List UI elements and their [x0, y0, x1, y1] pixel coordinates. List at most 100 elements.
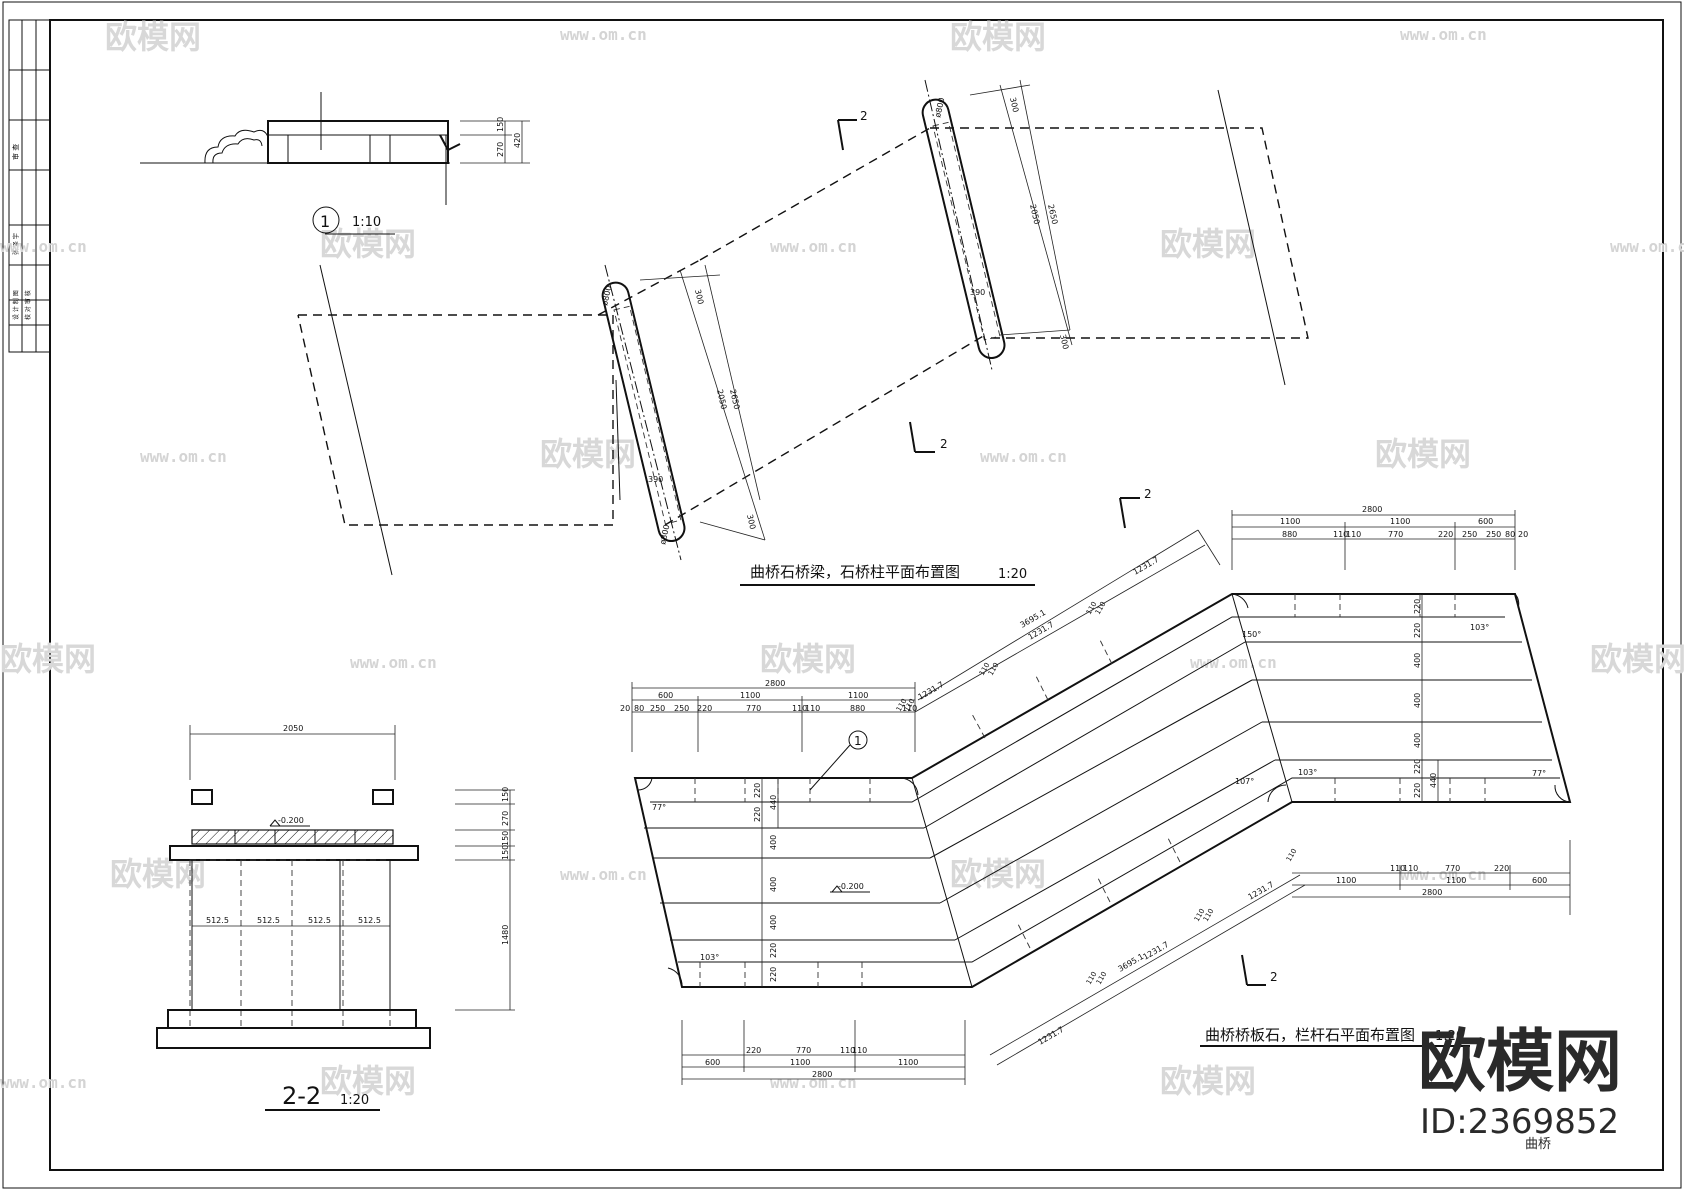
dim-label: 150 — [501, 831, 510, 846]
watermark-brand: 欧模网 — [540, 435, 636, 473]
section-mark: 2 — [1241, 954, 1278, 986]
watermark-url: www.om.cn — [770, 1073, 857, 1092]
left-side-dims: 220 440 220 400 400 400 220 220 — [753, 778, 779, 987]
diag-upper-dims: 3695.1 1231.7 1231.7 1231.7 110 110 110 … — [895, 529, 1221, 713]
dim-label: 1100 — [1280, 517, 1300, 526]
dim-label: 250 — [1486, 530, 1501, 539]
section-scale: 1:20 — [340, 1093, 369, 1108]
detail-marker-circle — [848, 730, 868, 750]
dim-label: 2800 — [1362, 505, 1382, 514]
section-mark-label: 2 — [1270, 970, 1278, 984]
right-bottom-dims: 110 110 770 220 1100 1100 600 2800 — [1292, 840, 1571, 915]
watermark-url: www.om.cn — [1400, 865, 1487, 884]
title-block-row: 张 泽 宇 — [12, 233, 20, 255]
level-label: -0.200 — [278, 816, 304, 825]
dim-label: 220 — [753, 807, 762, 822]
dim-label: ø800 — [600, 285, 613, 307]
stamp-id: ID:2369852 — [1420, 1102, 1619, 1142]
dim-label: 600 — [1478, 517, 1493, 526]
watermark-url: www.om.cn — [1190, 653, 1277, 672]
dim-label: 1100 — [740, 691, 760, 700]
dim-label: 770 — [796, 1046, 811, 1055]
watermark-brand: 欧模网 — [950, 18, 1046, 56]
bay-dim: 512.5 — [206, 916, 229, 925]
brand-stamp: 欧模网 ID:2369852 曲桥 — [1418, 1023, 1622, 1152]
detail-symbol-circle — [312, 206, 340, 234]
angle-label: 103° — [1298, 768, 1317, 777]
dim-label: 2800 — [1422, 888, 1442, 897]
beam-plan-scale: 1:20 — [998, 567, 1027, 582]
watermark-brand: 欧模网 — [0, 640, 96, 678]
angle-label: 77° — [652, 803, 666, 812]
section-mark: 2 — [1119, 487, 1152, 529]
section-mark-label: 2 — [860, 109, 868, 123]
dim-label: 770 — [746, 704, 761, 713]
dim-label: 1480 — [501, 925, 510, 945]
dim-label: 2800 — [812, 1070, 832, 1079]
dim-label: 400 — [1413, 733, 1422, 748]
watermark-brand: 欧模网 — [760, 640, 856, 678]
title-block-row: 审 查 — [11, 144, 20, 160]
dim-label: 220 — [1413, 623, 1422, 638]
dim-label: 110 — [805, 704, 820, 713]
level-label: -0.200 — [838, 882, 864, 891]
dim-label: 250 — [1462, 530, 1477, 539]
dim-label: 400 — [1413, 693, 1422, 708]
slab-plan-scale: 1:20 — [1435, 1029, 1464, 1044]
dim-label: 220 — [769, 967, 778, 982]
dim-label: 1100 — [1336, 876, 1356, 885]
dim-label: 300 — [1058, 333, 1070, 350]
section-2-2: 2050 -0.200 512.5 512.5 512.5 512.5 — [156, 724, 515, 1111]
dim-label: 1231.7 — [1247, 880, 1276, 902]
dim-label: 20 — [1518, 530, 1528, 539]
bay-dim: 512.5 — [358, 916, 381, 925]
section-mark-label: 2 — [1144, 487, 1152, 501]
dim-label: 2050 — [283, 724, 303, 733]
watermark-url: www.om.cn — [770, 237, 857, 256]
watermark-url: www.om.cn — [1400, 25, 1487, 44]
dim-label: 270 — [501, 811, 510, 826]
detail-symbol-number: 1 — [320, 212, 330, 231]
watermark-brand: 欧模网 — [320, 1062, 416, 1100]
dim-label: 110 — [1346, 530, 1361, 539]
angle-label: 103° — [700, 953, 719, 962]
watermark-brand: 欧模网 — [105, 18, 201, 56]
watermark-brand: 欧模网 — [320, 225, 416, 263]
dim-label: ø800 — [933, 97, 946, 119]
dim-label: 1100 — [848, 691, 868, 700]
dim-label: 110 — [1403, 864, 1418, 873]
section-title: 2-2 — [282, 1082, 321, 1110]
title-block: 审 查 张 泽 宇 设 计 制 图 校 对 审 核 — [8, 19, 51, 353]
angle-label: 107° — [1235, 777, 1254, 786]
section-mark: 2 — [909, 421, 948, 453]
watermark-url: www.om.cn — [0, 1073, 87, 1092]
dim-label: 220 — [697, 704, 712, 713]
detail-marker: 1 — [854, 734, 862, 748]
dim-label: 80 — [634, 704, 644, 713]
watermark-url: www.om.cn — [1610, 237, 1684, 256]
dim-label: 1231.7 — [917, 680, 946, 702]
dim-label: 770 — [1445, 864, 1460, 873]
dim-label: 110 — [792, 704, 807, 713]
watermark-url: www.om.cn — [140, 447, 227, 466]
dim-label: 220 — [753, 783, 762, 798]
dim-label: 220 — [1438, 530, 1453, 539]
slab-plan-caption: 曲桥桥板石，栏杆石平面布置图 — [1205, 1026, 1415, 1044]
dim-label: 400 — [769, 915, 778, 930]
dim-label: 20 — [620, 704, 630, 713]
title-block-row: 设 计 制 图 — [12, 290, 20, 320]
dim-label: 600 — [705, 1058, 720, 1067]
dim-label: 110 — [902, 704, 917, 713]
dim-label: 110 — [1285, 847, 1299, 863]
dim-label: 3695.1 — [1117, 952, 1146, 974]
right-side-dims: 220 220 400 400 400 220 440 220 — [1413, 594, 1439, 802]
dim-label: 1100 — [1390, 517, 1410, 526]
dim-label: 420 — [513, 133, 522, 148]
dim-label: 2650 — [1046, 203, 1059, 225]
dim-label: 110 — [1202, 907, 1216, 923]
dim-label: 300 — [1008, 96, 1020, 113]
dim-label: 2650 — [728, 388, 741, 410]
watermark-url: www.om.cn — [980, 447, 1067, 466]
dim-label: 110 — [852, 1046, 867, 1055]
